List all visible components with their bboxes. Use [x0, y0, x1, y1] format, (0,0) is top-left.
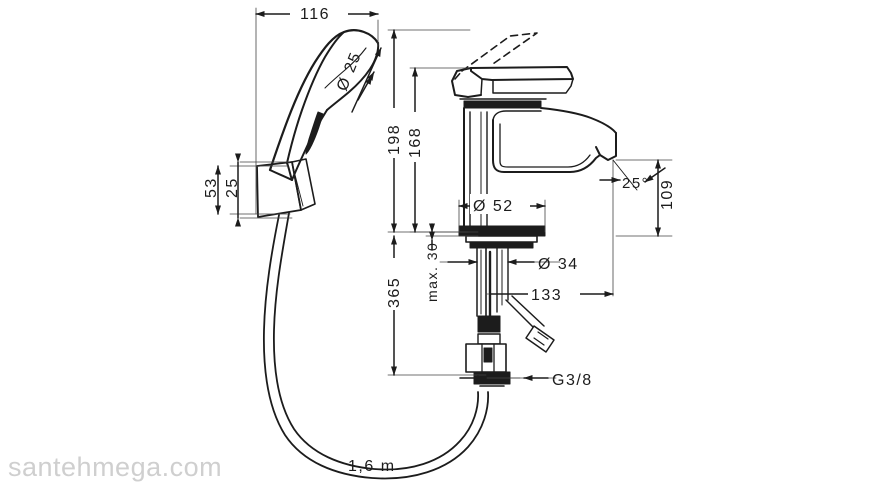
- dim-label-shower-dia: Ø 25: [334, 49, 365, 93]
- extension-lines: [229, 7, 673, 379]
- hand-shower-graphic: [268, 29, 380, 181]
- dimension-arrows: [215, 11, 666, 381]
- dim-label-198: 198: [386, 124, 403, 155]
- dim-label-133: 133: [531, 287, 562, 304]
- dim-label-25: 25: [224, 177, 241, 198]
- dim-label-g38: G3/8: [552, 372, 593, 389]
- dim-label-109: 109: [659, 179, 676, 210]
- wall-bracket-graphic: [256, 158, 316, 218]
- dim-label-hose-length: 1,6 m: [348, 458, 396, 475]
- base-flange-graphic: [458, 225, 546, 249]
- dim-label-116: 116: [300, 6, 330, 23]
- dim-label-25-deg: 25°: [622, 175, 649, 192]
- dim-label-168: 168: [407, 127, 424, 158]
- shank-graphic: [465, 247, 555, 387]
- dim-label-dia-34: Ø 34: [538, 256, 579, 273]
- dim-label-dia-52: Ø 52: [473, 198, 514, 215]
- shower-hose-graphic: [262, 212, 489, 480]
- site-watermark: santehmega.com: [8, 452, 223, 482]
- dim-label-53: 53: [203, 177, 220, 198]
- dim-label-365: 365: [386, 277, 403, 308]
- dim-label-max-30: max. 30: [424, 242, 440, 302]
